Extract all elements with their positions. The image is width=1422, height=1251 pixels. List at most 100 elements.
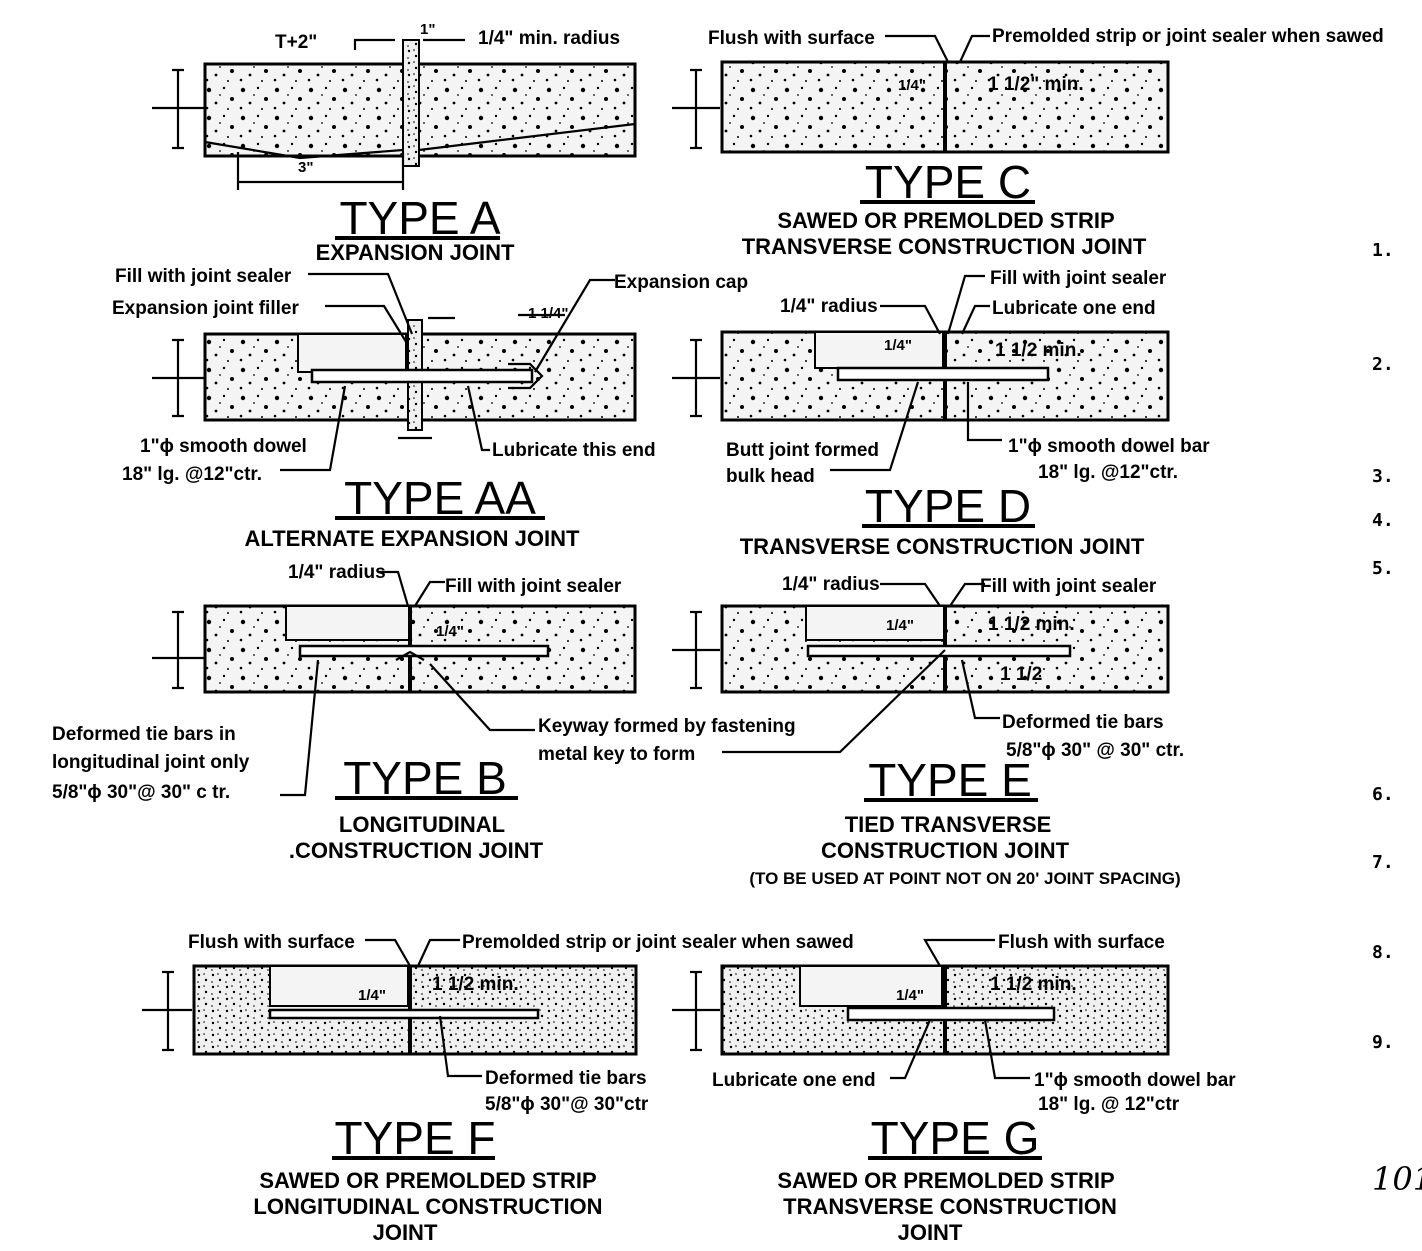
type-e-subtitle-2: CONSTRUCTION JOINT [821, 838, 1070, 863]
type-aa-bottom-leaders [280, 385, 490, 472]
type-d-butt-label-2: bulk head [726, 466, 815, 487]
type-b-keyway [395, 650, 425, 661]
type-c-thickness-dim [672, 68, 720, 150]
type-e-diagram: 1/4" radius Fill with joint sealer 1/4" … [672, 574, 1184, 888]
margin-number-5: 5. [1372, 558, 1394, 579]
type-f-title: TYPE F [334, 1112, 495, 1164]
type-f-thickness-dim [142, 970, 192, 1052]
type-e-top-leaders [880, 582, 985, 607]
type-f-subtitle-2: LONGITUDINAL CONSTRUCTION [253, 1194, 602, 1219]
margin-number-9: 9. [1372, 1032, 1394, 1053]
type-g-quarter-label: 1/4" [896, 987, 924, 1004]
type-a-title: TYPE A [339, 192, 500, 244]
type-f-diagram: Flush with surface Premolded strip or jo… [142, 932, 854, 1245]
type-e-deformed-label-1: Deformed tie bars [1002, 712, 1164, 733]
type-b-fill-label: Fill with joint sealer [445, 576, 622, 597]
type-c-quarter-label: 1/4" [898, 77, 926, 94]
type-a-three-label: 3" [298, 159, 313, 176]
type-f-flush-label: Flush with surface [188, 932, 355, 953]
type-e-subtitle-1: TIED TRANSVERSE [845, 812, 1052, 837]
type-e-fill-label: Fill with joint sealer [980, 576, 1157, 597]
type-b-deformed-label-1: Deformed tie bars in [52, 724, 236, 745]
type-b-subtitle-2: .CONSTRUCTION JOINT [289, 838, 544, 863]
type-b-thickness-dim [152, 610, 204, 690]
type-a-top-dim [353, 38, 465, 50]
type-c-min-label: 1 1/2" min. [988, 74, 1084, 95]
type-g-subtitle-2: TRANSVERSE CONSTRUCTION [783, 1194, 1117, 1219]
type-g-form-block [799, 965, 943, 1007]
type-b-keyway-label-2: metal key to form [538, 744, 695, 765]
margin-number-3: 3. [1372, 466, 1394, 487]
type-a-t-plus-label: T+2" [275, 32, 317, 53]
type-aa-one-half-label: 1 1/4" [528, 305, 568, 322]
type-b-tie-bar [298, 644, 550, 658]
type-g-dowel [846, 1006, 1056, 1022]
type-d-butt-label-1: Butt joint formed [726, 440, 879, 461]
type-aa-dowel [310, 368, 534, 384]
type-b-bottom-leaders [280, 659, 535, 797]
type-e-min-label: 1 1/2 min. [988, 614, 1075, 635]
type-g-subtitle-3: JOINT [898, 1220, 963, 1245]
type-d-subtitle: TRANSVERSE CONSTRUCTION JOINT [740, 534, 1145, 559]
type-b-top-leaders [378, 570, 445, 607]
type-a-one-inch-label: 1" [420, 21, 435, 38]
type-a-filler [402, 39, 420, 167]
type-g-top-leaders [923, 938, 995, 967]
type-d-title: TYPE D [865, 480, 1031, 532]
type-c-diagram: Flush with surface Premolded strip or jo… [672, 26, 1384, 259]
type-d-bottom-leaders [830, 381, 1002, 472]
type-aa-fill-label: Fill with joint sealer [115, 266, 292, 287]
type-aa-subtitle: ALTERNATE EXPANSION JOINT [245, 526, 580, 551]
type-f-top-leaders [365, 938, 460, 967]
page-number: 101 [1372, 1160, 1422, 1198]
type-c-leaders [885, 34, 990, 63]
type-e-thickness-dim [672, 610, 720, 690]
type-g-dowel-label-1: 1"ϕ smooth dowel bar [1034, 1070, 1236, 1091]
type-d-fill-label: Fill with joint sealer [990, 268, 1167, 289]
type-aa-filler-label: Expansion joint filler [112, 298, 299, 319]
type-b-quarter-label: 1/4" [436, 623, 464, 640]
type-b-diagram: 1/4" radius Fill with joint sealer 1/4" … [52, 562, 796, 863]
type-aa-diagram: Fill with joint sealer Expansion joint f… [112, 266, 748, 551]
type-aa-dowel-label-1: 1"ϕ smooth dowel [140, 436, 307, 457]
type-aa-cap-label: Expansion cap [614, 272, 748, 293]
type-e-form-block [805, 605, 945, 641]
type-g-thickness-dim [672, 970, 720, 1052]
type-f-premolded-label: Premolded strip or joint sealer when saw… [462, 932, 854, 953]
type-e-title: TYPE E [868, 754, 1032, 806]
type-g-flush-label: Flush with surface [998, 932, 1165, 953]
type-d-diagram: Fill with joint sealer 1/4" radius Lubri… [672, 268, 1210, 559]
margin-number-8: 8. [1372, 942, 1394, 963]
type-a-subgrade-line-right [418, 122, 636, 152]
type-f-min-label: 1 1/2 min. [432, 974, 519, 995]
type-g-diagram: Flush with surface 1/4" 1 1/2 min. Lubri… [672, 932, 1236, 1245]
type-g-subtitle-1: SAWED OR PREMOLDED STRIP [777, 1168, 1114, 1193]
type-d-lubricate-label: Lubricate one end [992, 298, 1156, 319]
type-g-lubricate-label: Lubricate one end [712, 1070, 876, 1091]
type-f-form-block [269, 965, 409, 1007]
type-g-min-label: 1 1/2 min. [990, 974, 1077, 995]
type-g-bottom-leaders [890, 1019, 1030, 1080]
type-d-form-block [814, 331, 944, 369]
type-d-dowel-label-1: 1"ϕ smooth dowel bar [1008, 436, 1210, 457]
type-c-premolded-label: Premolded strip or joint sealer when saw… [992, 26, 1384, 47]
type-b-title: TYPE B [343, 752, 507, 804]
type-g-title: TYPE G [871, 1112, 1040, 1164]
type-a-subgrade-line [204, 140, 404, 160]
type-aa-top-leaders [308, 272, 615, 373]
type-f-bottom-leaders [438, 1015, 482, 1078]
margin-number-4: 4. [1372, 510, 1394, 531]
type-b-subtitle-1: LONGITUDINAL [339, 812, 505, 837]
type-aa-dowel-label-2: 18" lg. @12"ctr. [122, 464, 262, 485]
type-b-form-block [285, 605, 411, 641]
type-b-keyway-label-1: Keyway formed by fastening [538, 716, 796, 737]
type-d-radius-label: 1/4" radius [780, 296, 878, 317]
type-a-thickness-dim [152, 68, 204, 150]
margin-number-7: 7. [1372, 852, 1394, 873]
type-aa-title: TYPE AA [344, 472, 536, 524]
type-c-subtitle-1: SAWED OR PREMOLDED STRIP [777, 208, 1114, 233]
type-a-radius-label: 1/4" min. radius [478, 28, 620, 49]
type-aa-filler-block [297, 333, 407, 373]
type-f-quarter-label: 1/4" [358, 987, 386, 1004]
